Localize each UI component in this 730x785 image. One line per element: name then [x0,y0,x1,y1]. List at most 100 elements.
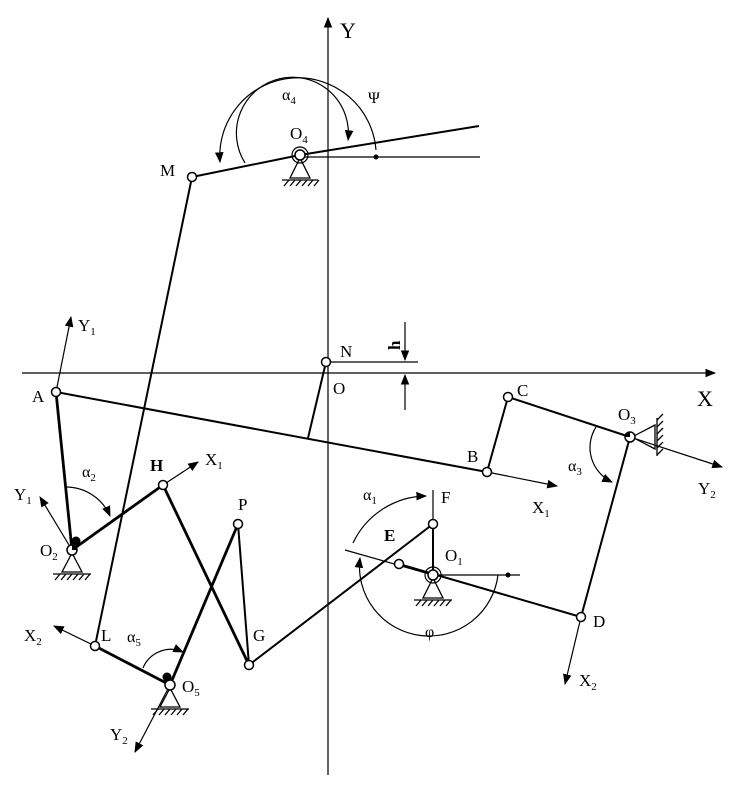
axis-X2-left [53,625,96,647]
alpha2-label: α2 [82,464,96,484]
h-label: h [385,340,404,350]
alpha1-label: α1 [363,487,377,507]
label-O2: O2 [40,541,58,563]
link-M-O4 [191,154,301,178]
link-M-L [94,176,193,647]
alpha3-arc [589,426,613,483]
alpha4-label: α4 [282,87,296,107]
joint-O4-ring [291,146,309,164]
link-C-O3 [507,396,631,438]
joint-H [157,479,169,491]
link-N-coupler [307,361,327,439]
link-P-O5 [168,523,240,686]
joint-O2-fill [72,545,77,550]
link-G-P [237,523,250,666]
ground-hatch-O1 [415,599,452,607]
joint-P [232,518,244,530]
ground-support-O4 [288,156,312,179]
joint-C [502,391,514,403]
link-L-O5 [94,644,171,687]
phi-label: φ [425,624,434,641]
joint-F [427,518,439,530]
label-Y2-right: Y2 [698,479,716,501]
ground-support-O1 [421,576,445,599]
label-X1-H: X1 [205,450,223,472]
phi-arc [354,556,499,637]
link-O2-H [71,483,164,552]
ground-hatch-O2 [54,573,91,581]
ground-hatch-O5 [152,708,189,716]
label-O4: O4 [290,124,308,146]
label-Y1-left: Y1 [14,485,32,507]
label-C: C [517,381,528,400]
x-axis-label: X [697,386,713,411]
label-L: L [101,626,111,645]
label-M: M [160,161,175,180]
label-Y2-bottom: Y2 [110,725,128,747]
axis-Y2-bottom [134,684,171,753]
axis-X1-H [162,461,199,486]
axis-Y1-left [39,496,73,551]
axis-X2-D [563,616,582,686]
link-O4-extension [299,125,480,156]
link-O3-D [580,436,631,618]
joint-O5 [164,679,176,691]
ground-support-O2 [60,551,84,573]
joint-A [50,386,62,398]
y-axis-label: Y [340,18,356,43]
alpha1-arc [352,491,428,544]
ground-support-O5 [158,686,182,708]
E-reference-line [344,549,434,576]
label-O5: O5 [182,677,200,699]
label-P: P [238,495,247,514]
axis-X1-B [486,471,559,489]
joint-D [575,611,587,623]
link-A-B [55,391,488,473]
label-O: O [333,379,345,398]
label-A: A [32,387,45,406]
link-B-C [486,396,509,473]
label-E: E [384,526,395,545]
joint-O4 [294,149,306,161]
label-Y1-top: Y1 [78,316,96,338]
joint-N [320,356,332,368]
link-H-G [161,484,251,666]
label-X2-D: X2 [579,671,597,693]
ground-hatch-O3 [656,413,664,456]
alpha5-arc [142,644,184,669]
alpha2-arc [64,486,111,517]
joint-O1 [427,569,439,581]
joint-O5-blob [162,672,172,682]
label-D: D [593,612,605,631]
label-H: H [150,456,163,475]
joint-O1-ring [424,566,442,584]
psi-ref-dot [373,154,379,160]
joint-O2-blob [71,536,81,546]
label-G: G [253,626,265,645]
link-A-O2 [54,391,74,551]
alpha3-label: α3 [568,458,582,478]
label-X2-left: X2 [24,626,42,648]
ground-hatch-O4 [283,179,320,187]
label-N: N [340,342,352,361]
psi-arc [214,77,377,164]
ground-support-O3 [630,423,656,451]
joint-E [393,558,405,570]
label-O3: O3 [618,405,636,427]
alpha4-arc [235,76,354,164]
label-X1-B: X1 [532,498,550,520]
joint-G [243,659,255,671]
O1-ref-dot [505,572,511,578]
joint-L [89,640,101,652]
axis-Y1-top [55,315,74,393]
link-G-F [248,523,434,666]
psi-label: Ψ [368,90,380,107]
joint-M [186,171,198,183]
alpha5-label: α5 [127,629,141,649]
joint-O3-fill [625,432,630,437]
label-B: B [467,447,478,466]
label-O1: O1 [445,546,463,568]
joint-B [481,466,493,478]
